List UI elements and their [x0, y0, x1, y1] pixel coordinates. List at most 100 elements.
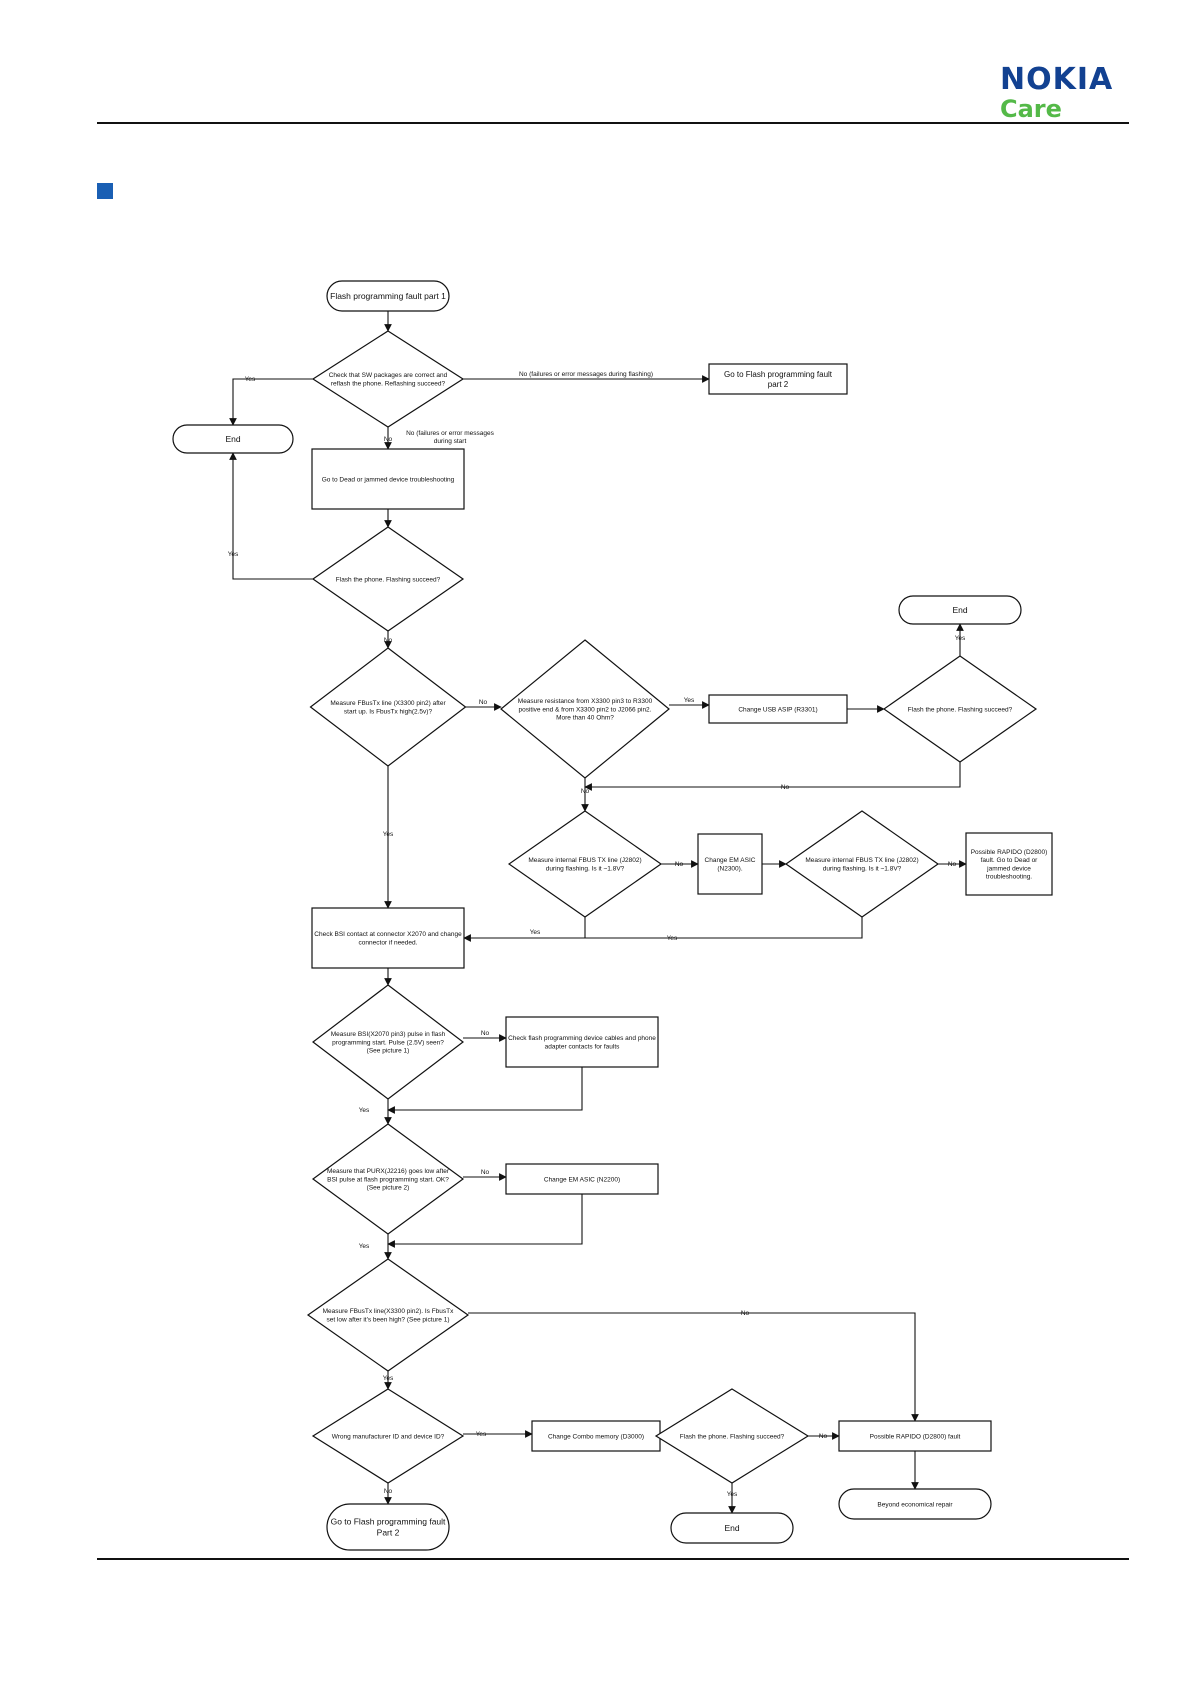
flow-node-label: Measure FBusTx line(X3300 pin2). Is Fbus… [323, 1308, 455, 1323]
edge-label: No [819, 1433, 828, 1440]
edge-label: No [481, 1169, 490, 1176]
flow-node-shape [312, 984, 464, 1100]
flow-node-shape [670, 1512, 794, 1544]
edge-label: Yes [359, 1107, 370, 1114]
flow-node-label: Possible RAPIDO (D2800)fault. Go to Dead… [971, 849, 1048, 880]
flow-node-shape [311, 1123, 465, 1235]
flow-connector [229, 378, 313, 426]
flow-node-shape [838, 1488, 992, 1520]
edge-label: Yes [383, 831, 394, 838]
flow-node-shape [172, 424, 294, 454]
brand-name: NOKIA [1000, 62, 1114, 97]
flowchart-connectors [229, 311, 967, 1514]
flow-node-label: Go to Dead or jammed device troubleshoot… [322, 476, 455, 483]
edge-label: No [384, 1488, 393, 1495]
flow-node-label: Check flash programming device cables an… [508, 1035, 656, 1050]
edge-label: No [948, 861, 957, 868]
flow-node-label: Measure internal FBUS TX line (J2802)dur… [528, 857, 641, 872]
flow-node-ber: Beyond economical repair [838, 1488, 992, 1520]
edge-label: No [781, 784, 790, 791]
flow-node-q-flash3: Flash the phone. Flashing succeed? [654, 1388, 810, 1484]
flow-connector [387, 1067, 583, 1114]
flow-connector [468, 1312, 919, 1422]
flow-node-shape [882, 655, 1038, 763]
flow-node-label: Flash the phone. Flashing succeed? [336, 576, 441, 583]
flow-node-change-usb: Change USB ASIP (R3301) [708, 694, 848, 724]
nokia-care-logo: NOKIA Care [1000, 62, 1130, 123]
flow-connector [584, 762, 961, 791]
flow-node-shape [311, 1388, 465, 1484]
flow-node-shape [507, 810, 663, 918]
flow-node-label: Check BSI contact at connector X2070 and… [314, 931, 462, 946]
flow-node-label: Possible RAPIDO (D2800) fault [870, 1433, 961, 1440]
edge-label: No [384, 436, 393, 443]
flow-node-shape [311, 330, 465, 428]
flow-node-label: Change EM ASIC (N2200) [544, 1176, 620, 1183]
edge-label: No [581, 788, 590, 795]
flow-node-shape [965, 832, 1053, 896]
flow-node-shape [505, 1016, 659, 1068]
flowchart-nodes: Flash programming fault part 1 Check that… [172, 280, 1053, 1551]
edge-label: No [675, 861, 684, 868]
edge-label: Yes [667, 935, 678, 942]
brand-subname: Care [1000, 95, 1062, 123]
edge-label: Yes [228, 551, 239, 558]
flow-node-label: Wrong manufacturer ID and device ID? [332, 1433, 445, 1440]
flow-node-q-fbus2: Measure internal FBUS TX line (J2802)dur… [784, 810, 940, 918]
flow-node-change-em1: Change EM ASIC(N2300). [697, 833, 763, 895]
edge-label: Yes [684, 697, 695, 704]
flow-node-shape [708, 363, 848, 395]
flow-node-label: Change Combo memory (D3000) [548, 1433, 644, 1440]
flow-node-label: End [225, 434, 240, 444]
flow-node-rapido2: Possible RAPIDO (D2800) fault [838, 1420, 992, 1452]
flow-node-shape [311, 448, 465, 510]
flow-connector [229, 452, 313, 580]
flow-node-label: Beyond economical repair [877, 1501, 953, 1508]
edge-label: No [479, 699, 488, 706]
edge-label: Yes [727, 1491, 738, 1498]
flow-node-q-flash1: Flash the phone. Flashing succeed? [311, 526, 465, 632]
flow-node-label: Change EM ASIC(N2300). [705, 857, 756, 872]
edge-label: No [384, 637, 393, 644]
flow-node-label: Measure resistance from X3300 pin3 to R3… [518, 698, 653, 721]
header-rule [97, 122, 1129, 124]
flow-node-label: Flash the phone. Flashing succeed? [680, 1433, 785, 1440]
flow-node-change-combo: Change Combo memory (D3000) [531, 1420, 661, 1452]
flow-node-end3: End [670, 1512, 794, 1544]
flow-node-shape [697, 833, 763, 895]
flow-node-label: End [952, 605, 967, 615]
flow-node-goto-dead: Go to Dead or jammed device troubleshoot… [311, 448, 465, 510]
flow-node-start: Flash programming fault part 1 [326, 280, 450, 312]
flow-node-label: Change USB ASIP (R3301) [738, 706, 817, 713]
flow-node-label: End [724, 1523, 739, 1533]
flow-node-q-fbustx2: Measure FBusTx line(X3300 pin2). Is Fbus… [306, 1258, 470, 1372]
flow-node-shape [784, 810, 940, 918]
flow-node-check-cables: Check flash programming device cables an… [505, 1016, 659, 1068]
flow-node-q-resist: Measure resistance from X3300 pin3 to R3… [500, 639, 670, 779]
flow-connector [585, 917, 863, 939]
flow-node-shape [306, 1258, 470, 1372]
flow-node-shape [326, 280, 450, 312]
flow-node-shape [326, 1503, 450, 1551]
section-bullet-icon [97, 183, 113, 199]
edge-label: Yes [383, 1375, 394, 1382]
flow-node-q-fbus1: Measure internal FBUS TX line (J2802)dur… [507, 810, 663, 918]
flow-node-rapido1: Possible RAPIDO (D2800)fault. Go to Dead… [965, 832, 1053, 896]
flow-node-shape [654, 1388, 810, 1484]
flow-node-label: Flash the phone. Flashing succeed? [908, 706, 1013, 713]
flow-node-label: Measure internal FBUS TX line (J2802)dur… [805, 857, 918, 872]
edge-label: Yes [476, 1431, 487, 1438]
flow-node-shape [311, 907, 465, 969]
